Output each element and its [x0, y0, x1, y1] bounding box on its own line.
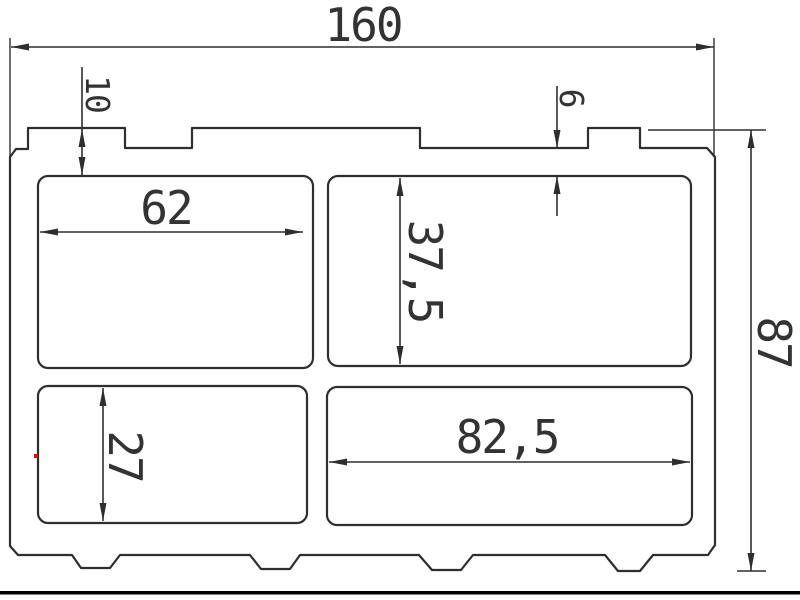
arrowhead-down — [78, 157, 86, 175]
dim-cavity-top-right-height-label: 37,5 — [398, 220, 452, 323]
arrowhead-up — [99, 388, 107, 406]
dim-top-web-left: 10 — [78, 67, 117, 176]
dim-top-web-left-label: 10 — [78, 75, 117, 113]
dim-cavity-top-right-height: 37,5 — [396, 178, 452, 364]
arrowhead-left — [40, 228, 58, 236]
arrowhead-up — [396, 178, 404, 196]
dim-cavity-top-left-width: 62 — [40, 181, 303, 236]
arrowhead-right — [285, 228, 303, 236]
dim-top-web-right-label: 6 — [552, 89, 591, 108]
arrowhead-down — [553, 130, 561, 148]
grip-point-marker — [34, 454, 38, 458]
arrowhead-left — [11, 43, 29, 51]
dim-cavity-bottom-right-width-label: 82,5 — [456, 410, 559, 464]
dim-overall-height-label: 87 — [747, 316, 800, 367]
dim-top-web-right: 6 — [552, 86, 591, 216]
dim-cavity-top-left-width-label: 62 — [140, 181, 191, 235]
dim-cavity-bottom-right-width: 82,5 — [329, 410, 690, 466]
dim-overall-height: 87 — [648, 129, 800, 572]
arrowhead-right — [672, 458, 690, 466]
arrowhead-left — [329, 458, 347, 466]
dim-overall-width-label: 160 — [324, 0, 401, 52]
dim-cavity-bottom-left-height: 27 — [98, 388, 152, 521]
cavity-bottom-left — [36, 384, 309, 525]
cavity-top-left — [36, 174, 315, 370]
arrowhead-up — [747, 130, 755, 148]
cavity-top-right — [326, 174, 693, 368]
arrowhead-up — [78, 129, 86, 147]
dim-overall-width: 160 — [9, 0, 715, 157]
dim-cavity-bottom-left-height-label: 27 — [98, 430, 152, 481]
profile-outline — [8, 126, 717, 573]
arrowhead-down — [99, 503, 107, 521]
cavity-bottom-right — [325, 385, 694, 527]
arrowhead-up — [553, 176, 561, 194]
arrowhead-down — [396, 346, 404, 364]
footer-bar — [0, 591, 800, 595]
arrowhead-right — [696, 43, 714, 51]
arrowhead-down — [747, 553, 755, 571]
